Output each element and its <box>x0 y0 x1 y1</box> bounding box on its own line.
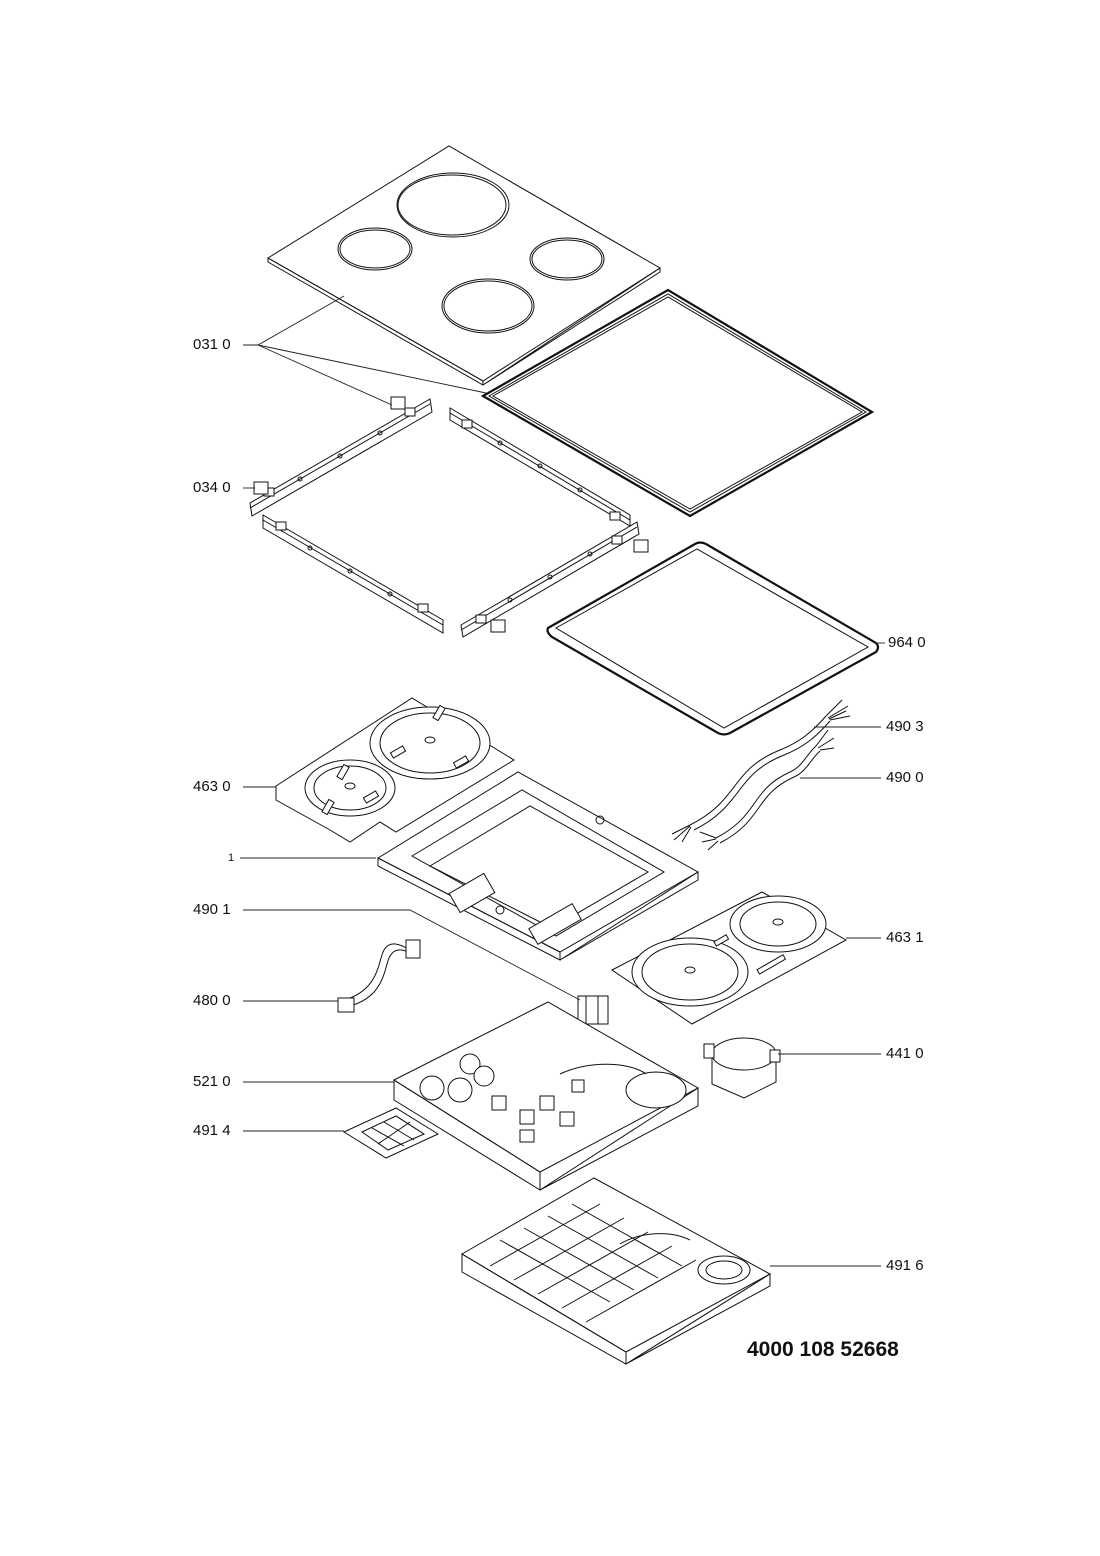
induction-plate-left <box>275 697 515 843</box>
air-filter <box>342 1107 440 1159</box>
sensor-connector <box>577 995 609 1025</box>
side-frame-profiles <box>249 396 649 638</box>
label-491-4: 491 4 <box>193 1122 231 1139</box>
support-frame <box>376 771 700 961</box>
label-490-3: 490 3 <box>886 718 924 735</box>
label-480-0: 480 0 <box>193 992 231 1009</box>
label-490-0: 490 0 <box>886 769 924 786</box>
glass-ceramic-top <box>267 145 661 386</box>
label-490-1: 490 1 <box>193 901 231 918</box>
label-964-0: 964 0 <box>888 634 926 651</box>
bottom-housing <box>461 1177 772 1365</box>
label-463-1: 463 1 <box>886 929 924 946</box>
label-463-0: 463 0 <box>193 778 231 795</box>
power-board <box>392 1001 700 1191</box>
gasket-frame <box>480 288 875 518</box>
label-034-0: 034 0 <box>193 479 231 496</box>
ribbon-cable <box>337 939 421 1013</box>
induction-plate-right <box>611 891 848 1025</box>
label-1: 1 <box>228 852 235 864</box>
leader-lines <box>240 295 885 1267</box>
cooling-fan <box>703 1037 781 1099</box>
label-441-0: 441 0 <box>886 1045 924 1062</box>
label-521-0: 521 0 <box>193 1073 231 1090</box>
document-number: 4000 108 52668 <box>747 1338 899 1361</box>
label-031-0: 031 0 <box>193 336 231 353</box>
label-491-6: 491 6 <box>886 1257 924 1274</box>
lower-seal <box>546 541 880 736</box>
mains-cables <box>671 699 851 851</box>
